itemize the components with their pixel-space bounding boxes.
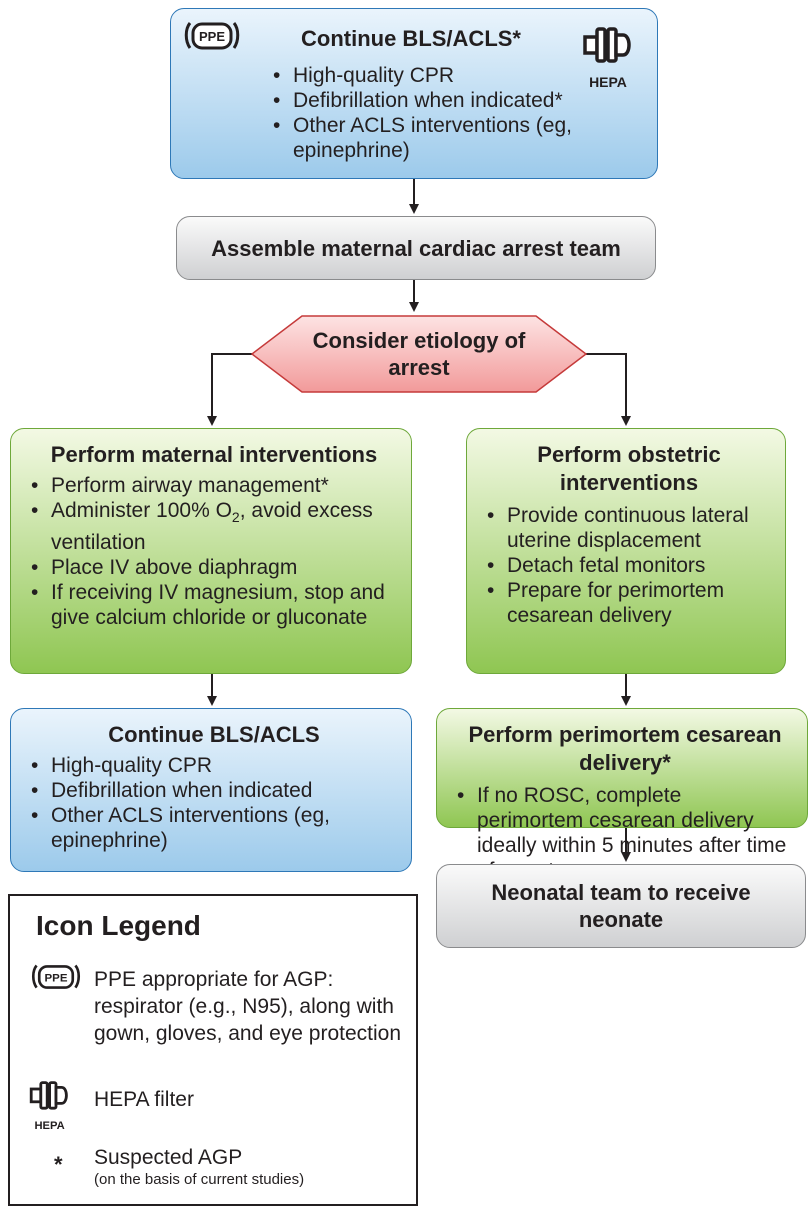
icon-legend: Icon Legend PPE PPE appropriate for AGP:… [8, 894, 418, 1206]
ppe-mask-icon: PPE [30, 962, 82, 997]
obstetric-interventions-box: Perform obstetric interventions Provide … [466, 428, 786, 674]
top-continue-bls-box: PPE HEPA Continue BLS/ACLS* High-quality… [170, 8, 658, 179]
neonatal-team-label: Neonatal team to receive neonate [491, 880, 751, 932]
list-item: Defibrillation when indicated* [273, 88, 603, 113]
top-box-title: Continue BLS/ACLS* [301, 26, 521, 51]
list-item: Detach fetal monitors [487, 553, 771, 578]
top-box-list: High-quality CPR Defibrillation when ind… [273, 63, 603, 163]
ppe-description: PPE appropriate for AGP: respirator (e.g… [94, 968, 402, 1045]
svg-text:HEPA: HEPA [34, 1120, 64, 1132]
list-item: Perform airway management* [31, 473, 397, 498]
list-item: Provide continuous lateral uterine displ… [487, 503, 771, 553]
maternal-box-list: Perform airway management*Administer 100… [31, 473, 397, 630]
hepa-filter-icon: HEPA [28, 1081, 76, 1142]
list-item: Prepare for perimortem cesarean delivery [487, 578, 771, 628]
list-item: If no ROSC, complete perimortem cesarean… [457, 783, 793, 883]
neonatal-team-box: Neonatal team to receive neonate [436, 864, 806, 948]
svg-text:PPE: PPE [45, 972, 68, 984]
list-item: Other ACLS interventions (eg, epinephrin… [31, 803, 397, 853]
bls-box-title: Continue BLS/ACLS [108, 722, 320, 747]
legend-title: Icon Legend [36, 910, 201, 941]
list-item: Other ACLS interventions (eg, epinephrin… [273, 113, 603, 163]
list-item: Administer 100% O2, avoid excess ventila… [31, 498, 397, 555]
obstetric-box-title: Perform obstetric interventions [537, 442, 721, 495]
list-item: If receiving IV magnesium, stop and give… [31, 580, 397, 630]
svg-text:PPE: PPE [199, 29, 225, 44]
asterisk-description-block: Suspected AGP (on the basis of current s… [94, 1144, 304, 1189]
continue-bls-box: Continue BLS/ACLS High-quality CPR Defib… [10, 708, 412, 872]
list-item: High-quality CPR [31, 753, 397, 778]
list-item: Place IV above diaphragm [31, 555, 397, 580]
asterisk-symbol: * [54, 1152, 63, 1177]
bls-box-list: High-quality CPR Defibrillation when ind… [31, 753, 397, 853]
asterisk-description: Suspected AGP [94, 1146, 243, 1169]
arrow-decision-to-obstetric [586, 353, 631, 426]
list-item: Defibrillation when indicated [31, 778, 397, 803]
hepa-description: HEPA filter [94, 1088, 194, 1111]
list-item: High-quality CPR [273, 63, 603, 88]
assemble-team-box: Assemble maternal cardiac arrest team [176, 216, 656, 280]
assemble-team-label: Assemble maternal cardiac arrest team [211, 235, 621, 261]
decision-label: Consider etiology of arrest [312, 328, 526, 380]
cesarean-box-list: If no ROSC, complete perimortem cesarean… [457, 783, 793, 883]
maternal-box-title: Perform maternal interventions [50, 442, 378, 467]
perimortem-cesarean-box: Perform perimortem cesarean delivery* If… [436, 708, 808, 882]
ppe-mask-icon: PPE [183, 19, 241, 58]
arrow-decision-to-maternal [207, 353, 252, 426]
obstetric-box-list: Provide continuous lateral uterine displ… [487, 503, 771, 628]
asterisk-note: (on the basis of current studies) [94, 1171, 305, 1188]
cesarean-box-title: Perform perimortem cesarean delivery* [468, 722, 782, 775]
maternal-interventions-box: Perform maternal interventions Perform a… [10, 428, 412, 674]
